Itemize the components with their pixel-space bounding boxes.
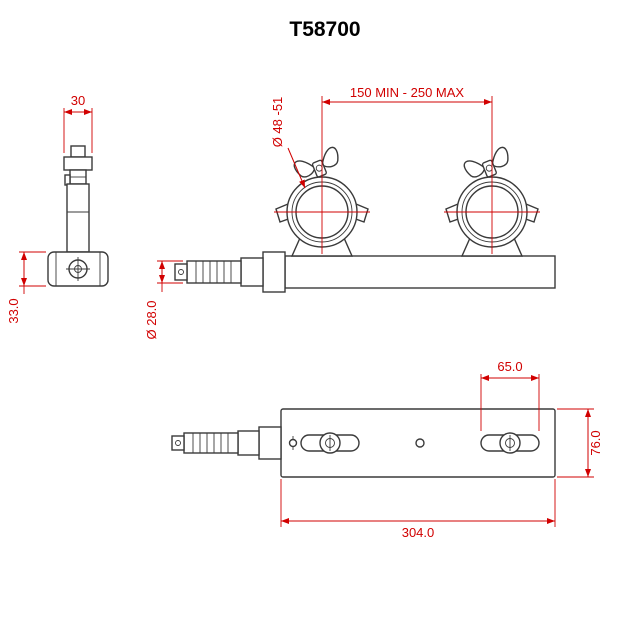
dim-plate-length-label: 304.0 [402,525,435,540]
dim-plate-width: 76.0 [557,408,603,478]
spigot-ridges [195,261,232,283]
dim-spigot-diameter: Ø 28.0 [144,260,183,340]
side-view [174,145,556,293]
top-view [171,408,556,478]
dim-clamp-span-label: 150 MIN - 250 MAX [350,85,464,100]
dim-clamp-diameter-label: Ø 48 -51 [270,97,285,148]
spigot-ridges-top [192,433,229,453]
dim-spigot-diameter-label: Ø 28.0 [144,300,159,339]
dim-front-height: 33.0 [6,251,46,324]
dim-clamp-span: 150 MIN - 250 MAX [321,85,493,254]
dim-front-width: 30 [63,93,93,153]
dim-plate-length: 304.0 [280,479,556,540]
dim-clamp-diameter: Ø 48 -51 [270,97,306,189]
dim-front-height-label: 33.0 [6,298,21,323]
front-view [47,145,109,287]
clamp-footprint-left [300,432,360,454]
dim-slot-length-label: 65.0 [497,359,522,374]
dim-front-width-label: 30 [71,93,85,108]
dim-plate-width-label: 76.0 [588,430,603,455]
page-title: T58700 [289,18,360,41]
dim-slot-length: 65.0 [480,359,540,431]
center-hole [415,438,425,448]
clamp-footprint-right [480,432,540,454]
